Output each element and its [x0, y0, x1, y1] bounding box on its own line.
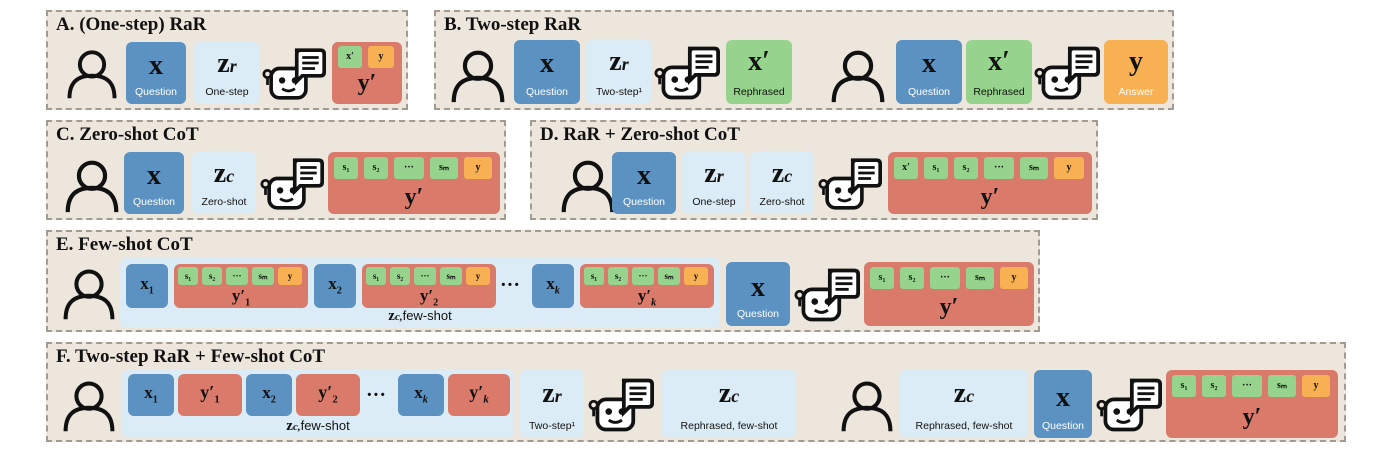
user-icon [560, 158, 616, 214]
answer-box: y Answer [1104, 40, 1168, 104]
rephrased-box: x′ Rephrased [726, 40, 792, 104]
panel-b: B. Two-step RaR x Question zr Two-step¹ … [434, 10, 1174, 110]
panel-d: D. RaR + Zero-shot CoT x Question zr One… [530, 120, 1098, 220]
example-response-box: s₁ s₂ ··· sₘ y y′k [580, 264, 714, 308]
prompt-box: zr Two-step¹ [520, 370, 584, 438]
response-box: x′ y y′ [332, 42, 402, 104]
robot-icon [588, 376, 654, 434]
user-icon [62, 378, 116, 434]
panel-title: B. Two-step RaR [444, 14, 582, 35]
panel-f: F. Two-step RaR + Few-shot CoT zc,few-sh… [46, 342, 1346, 442]
example-question-box: x1 [128, 374, 174, 416]
example-question-box: xk [398, 374, 444, 416]
example-response-box: s₁ s₂ ··· sₘ y y′2 [362, 264, 496, 308]
panel-title: D. RaR + Zero-shot CoT [540, 124, 740, 145]
example-response-box: y′k [448, 374, 510, 416]
robot-icon [818, 156, 882, 212]
user-icon [62, 266, 116, 322]
rephrased-box: x′ Rephrased [966, 40, 1032, 104]
question-box: x Question [896, 40, 962, 104]
robot-icon [1034, 44, 1100, 102]
robot-icon [654, 44, 720, 102]
question-box: x Question [514, 40, 580, 104]
prompt-box: zc Zero-shot [750, 152, 814, 214]
example-response-box: y′2 [296, 374, 360, 416]
example-question-box: x2 [314, 264, 356, 308]
example-question-box: x2 [246, 374, 292, 416]
user-icon [830, 48, 886, 104]
question-box: x Question [126, 42, 186, 104]
prompt-box: zr One-step [194, 42, 260, 104]
response-box: s₁ s₂ ··· sₘ y y′ [328, 152, 500, 214]
user-icon [450, 48, 506, 104]
response-box: s₁ s₂ ··· sₘ y y′ [864, 262, 1034, 326]
robot-icon [794, 266, 860, 324]
prompt-box: zr Two-step¹ [586, 40, 652, 104]
user-icon [840, 378, 894, 434]
robot-icon [1096, 376, 1162, 434]
example-question-box: xk [532, 264, 574, 308]
prompt-box: zc Zero-shot [192, 152, 256, 214]
panel-a: A. (One-step) RaR x Question zr One-step… [46, 10, 408, 110]
example-response-box: s₁ s₂ ··· sₘ y y′1 [174, 264, 308, 308]
ellipsis: ··· [500, 274, 521, 296]
robot-icon [260, 156, 324, 212]
panel-title: E. Few-shot CoT [56, 234, 193, 255]
user-icon [66, 48, 118, 100]
question-box: x Question [726, 262, 790, 326]
question-box: x Question [124, 152, 184, 214]
rephrased-prompt-box: zc Rephrased, few-shot [900, 370, 1028, 438]
panel-c: C. Zero-shot CoT x Question zc Zero-shot… [46, 120, 506, 220]
user-icon [64, 158, 120, 214]
panel-title: C. Zero-shot CoT [56, 124, 199, 145]
panel-e: E. Few-shot CoT zc,few-shot x1 s₁ s₂ ···… [46, 230, 1040, 332]
panel-title: F. Two-step RaR + Few-shot CoT [56, 346, 326, 367]
response-box: s₁ s₂ ··· sₘ y y′ [1166, 370, 1338, 438]
panel-title: A. (One-step) RaR [56, 14, 207, 35]
question-box: x Question [612, 152, 676, 214]
ellipsis: ··· [366, 384, 387, 406]
rephrased-prompt-box: zc Rephrased, few-shot [662, 370, 796, 438]
prompt-box: zr One-step [682, 152, 746, 214]
robot-icon [262, 46, 326, 102]
example-response-box: y′1 [178, 374, 242, 416]
question-box: x Question [1034, 370, 1092, 438]
response-box: x′ s₁ s₂ ··· sₘ y y′ [888, 152, 1092, 214]
example-question-box: x1 [126, 264, 168, 308]
